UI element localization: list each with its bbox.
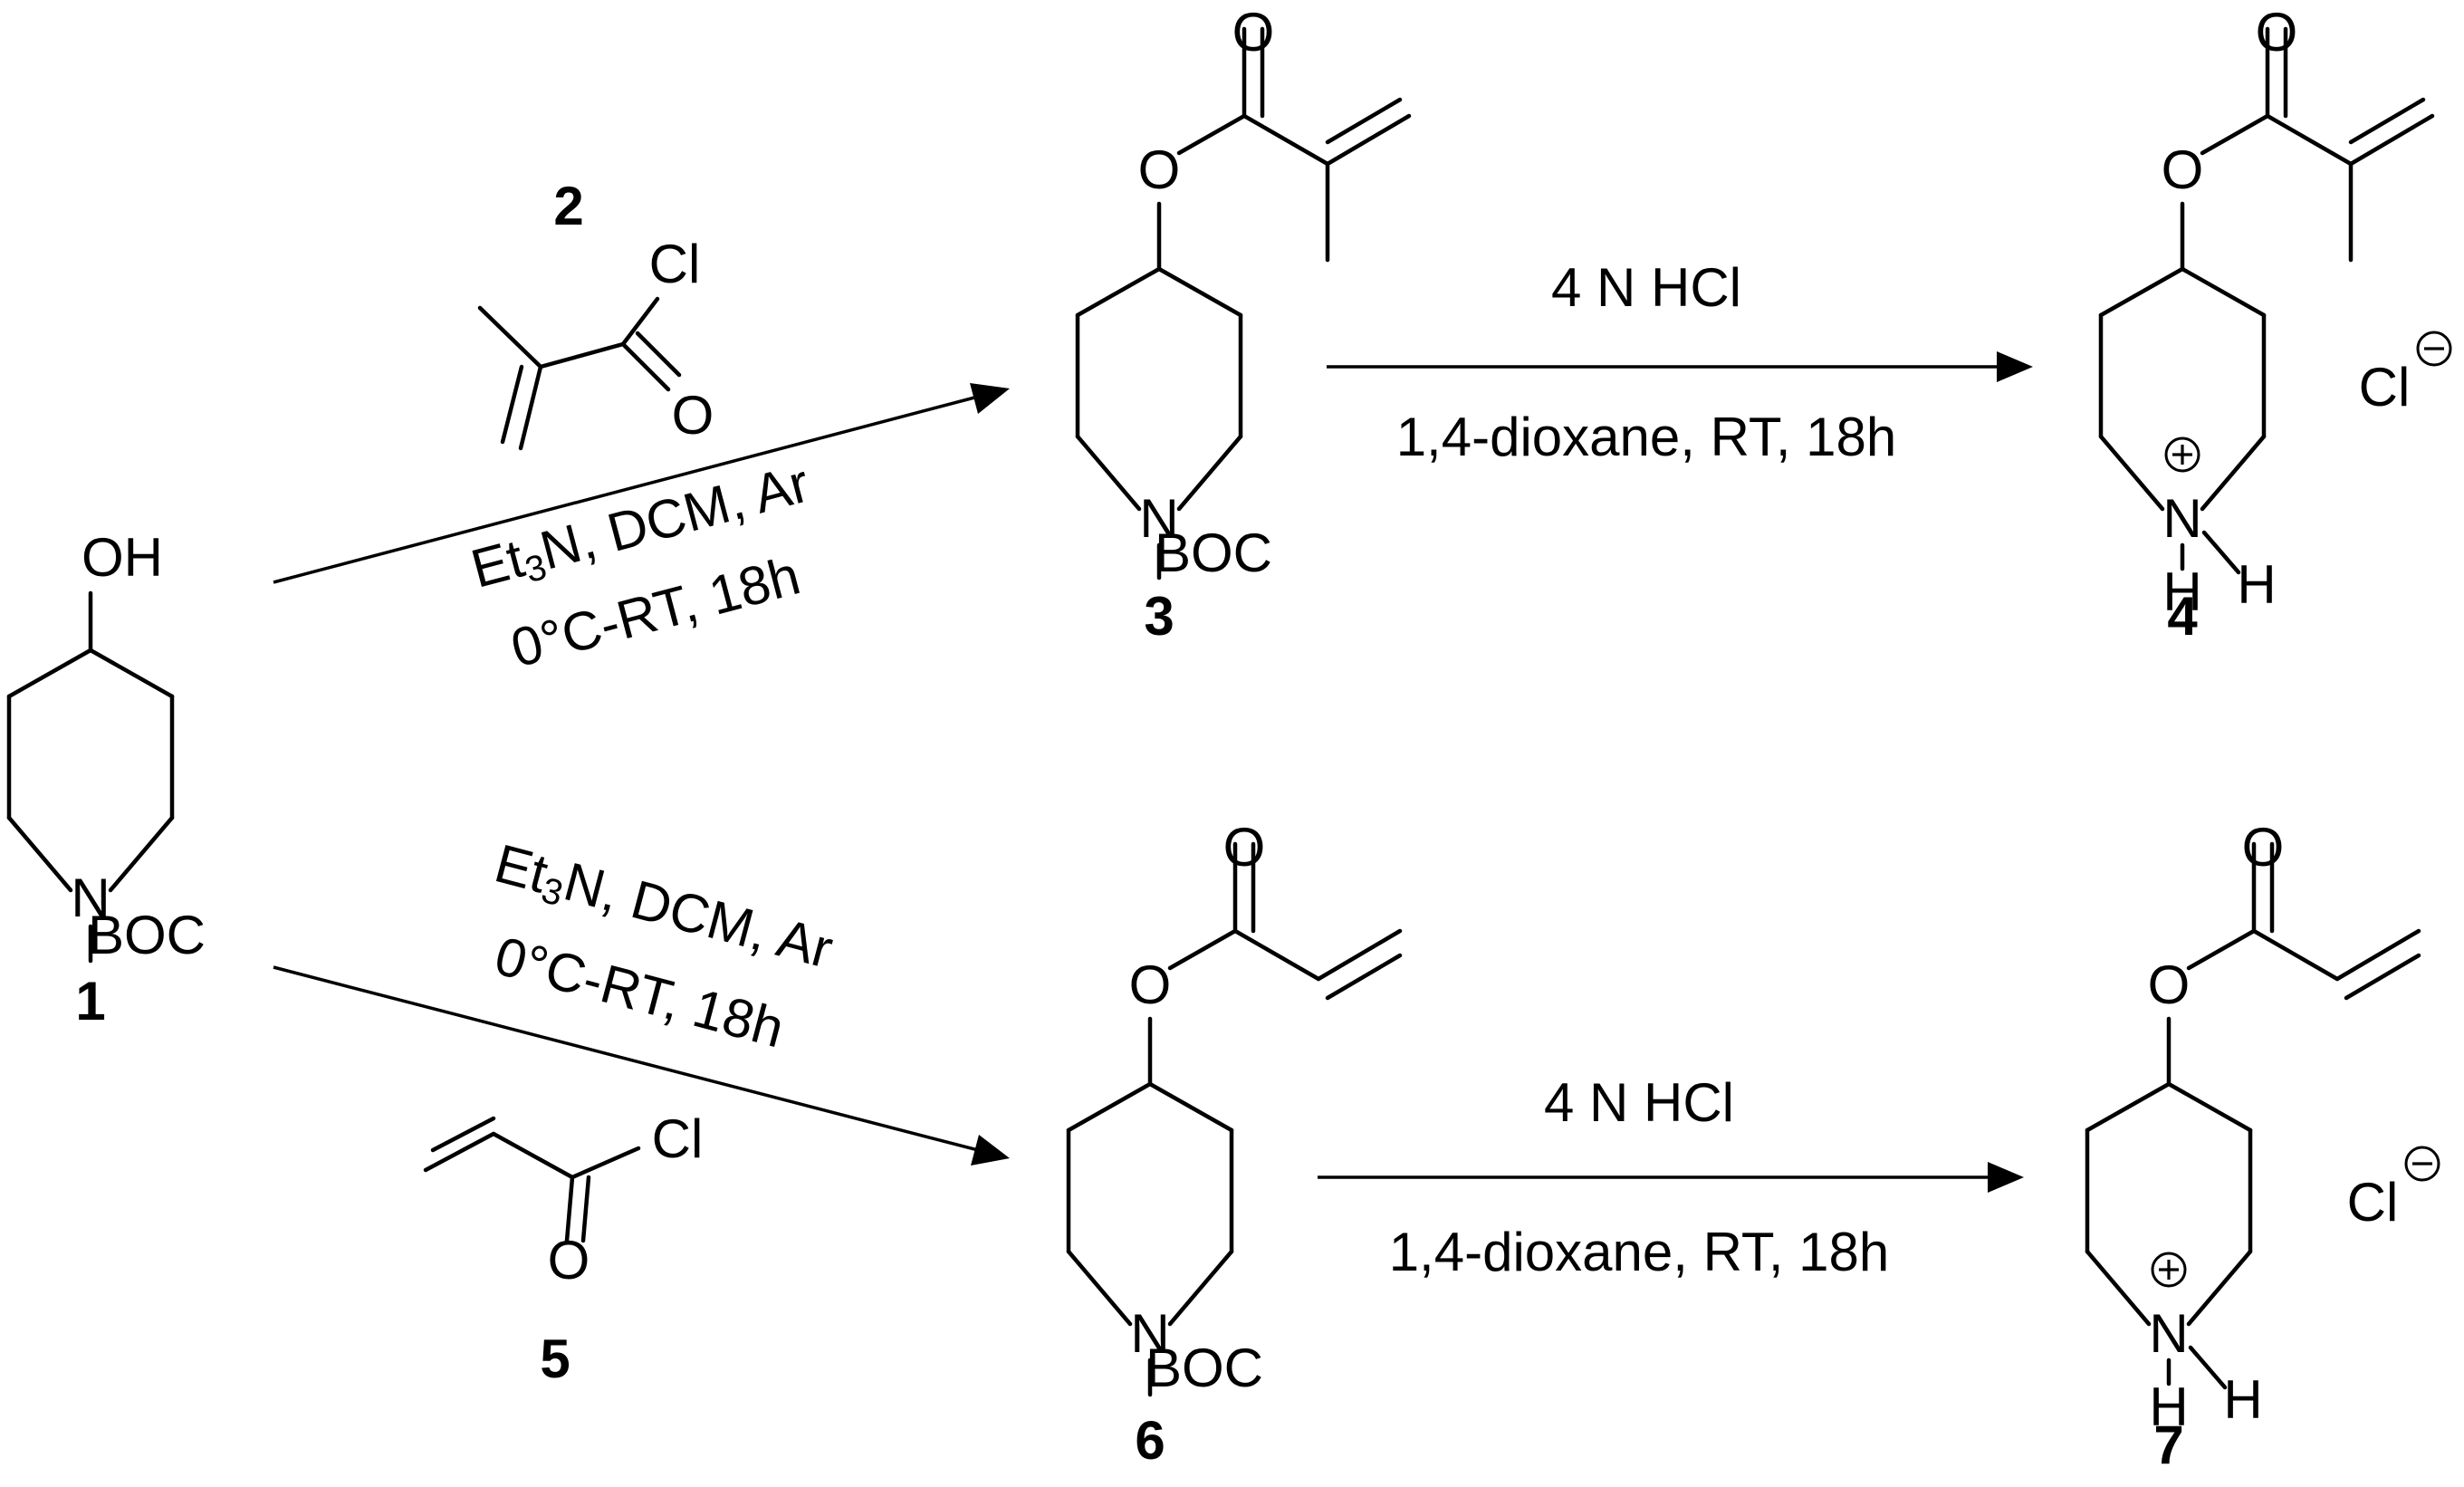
compound-7-chloride: Cl: [2347, 1172, 2399, 1233]
arrow-1-to-6: [273, 965, 1010, 1166]
conditions-1-to-3-base: Et: [465, 527, 530, 599]
compound-4-positive-charge: [2164, 437, 2200, 473]
compound-4-h1: H: [2237, 554, 2276, 615]
compound-7-number: 7: [2153, 1415, 2183, 1475]
compound-1-oh: OH: [81, 527, 163, 588]
conditions-6-to-7-solvent: 1,4-dioxane, RT, 18h: [1389, 1222, 1890, 1282]
compound-2-cl: Cl: [649, 234, 701, 294]
compound-1-n: N: [71, 868, 110, 928]
conditions-3-to-4-solvent: 1,4-dioxane, RT, 18h: [1396, 407, 1897, 467]
compound-4-n: N: [2162, 488, 2201, 549]
compound-1-boc: BOC: [88, 905, 206, 965]
compound-4-h2: H: [2162, 561, 2201, 622]
compound-5-o: O: [548, 1230, 590, 1290]
compound-4-negative-charge: [2416, 331, 2452, 367]
compound-4-number: 4: [2167, 586, 2198, 647]
arrow-3-to-4: 4 N HCl 1,4-dioxane, RT, 18h: [1327, 257, 2033, 467]
compound-3-number: 3: [1144, 586, 1174, 647]
compound-2-number: 2: [553, 176, 583, 236]
compound-2: 2 Cl O: [477, 176, 714, 451]
compound-4-chloride: Cl: [2359, 357, 2411, 417]
compound-6-number: 6: [1135, 1410, 1165, 1471]
compound-4: O O N H H Cl 4: [2101, 2, 2452, 647]
compound-6: O O N BOC 6: [1069, 817, 1400, 1471]
compound-6-n: N: [1130, 1303, 1169, 1364]
compound-4-ester-o: O: [2162, 139, 2204, 200]
compound-7-carbonyl-o: O: [2242, 817, 2285, 878]
compound-7-h2: H: [2149, 1377, 2188, 1437]
conditions-6-to-7-acid: 4 N HCl: [1544, 1072, 1734, 1133]
compound-7-ester-o: O: [2148, 955, 2191, 1015]
compound-6-ester-o: O: [1129, 955, 1172, 1015]
arrow-6-to-7: 4 N HCl 1,4-dioxane, RT, 18h: [1318, 1072, 2024, 1282]
compound-7-negative-charge: [2404, 1146, 2440, 1182]
compound-7-n: N: [2149, 1303, 2188, 1364]
arrow-1-to-3: [273, 383, 1010, 584]
conditions-3-to-4-acid: 4 N HCl: [1551, 257, 1741, 318]
compound-3-boc: BOC: [1155, 523, 1272, 583]
compound-5-cl: Cl: [652, 1108, 704, 1169]
compound-5: Cl O 5: [423, 1108, 704, 1389]
compound-6-carbonyl-o: O: [1223, 817, 1266, 878]
compound-1: OH N BOC 1: [9, 527, 206, 1031]
compound-4-carbonyl-o: O: [2256, 2, 2298, 62]
compound-7-positive-charge: [2151, 1252, 2187, 1288]
compound-5-number: 5: [540, 1329, 570, 1389]
compound-7: O O N H H Cl 7: [2087, 817, 2440, 1475]
compound-1-number: 1: [75, 971, 105, 1031]
compound-3-ester-o: O: [1138, 139, 1181, 200]
compound-7-h1: H: [2223, 1369, 2262, 1430]
compound-2-o: O: [672, 385, 714, 446]
compound-6-boc: BOC: [1146, 1338, 1263, 1398]
compound-3-n: N: [1139, 488, 1178, 549]
compound-3-carbonyl-o: O: [1232, 2, 1275, 62]
conditions-1-to-6: Et3N, DCM, Ar 0°C-RT, 18h: [489, 832, 839, 1059]
compound-3: O O N BOC 3: [1078, 2, 1409, 647]
